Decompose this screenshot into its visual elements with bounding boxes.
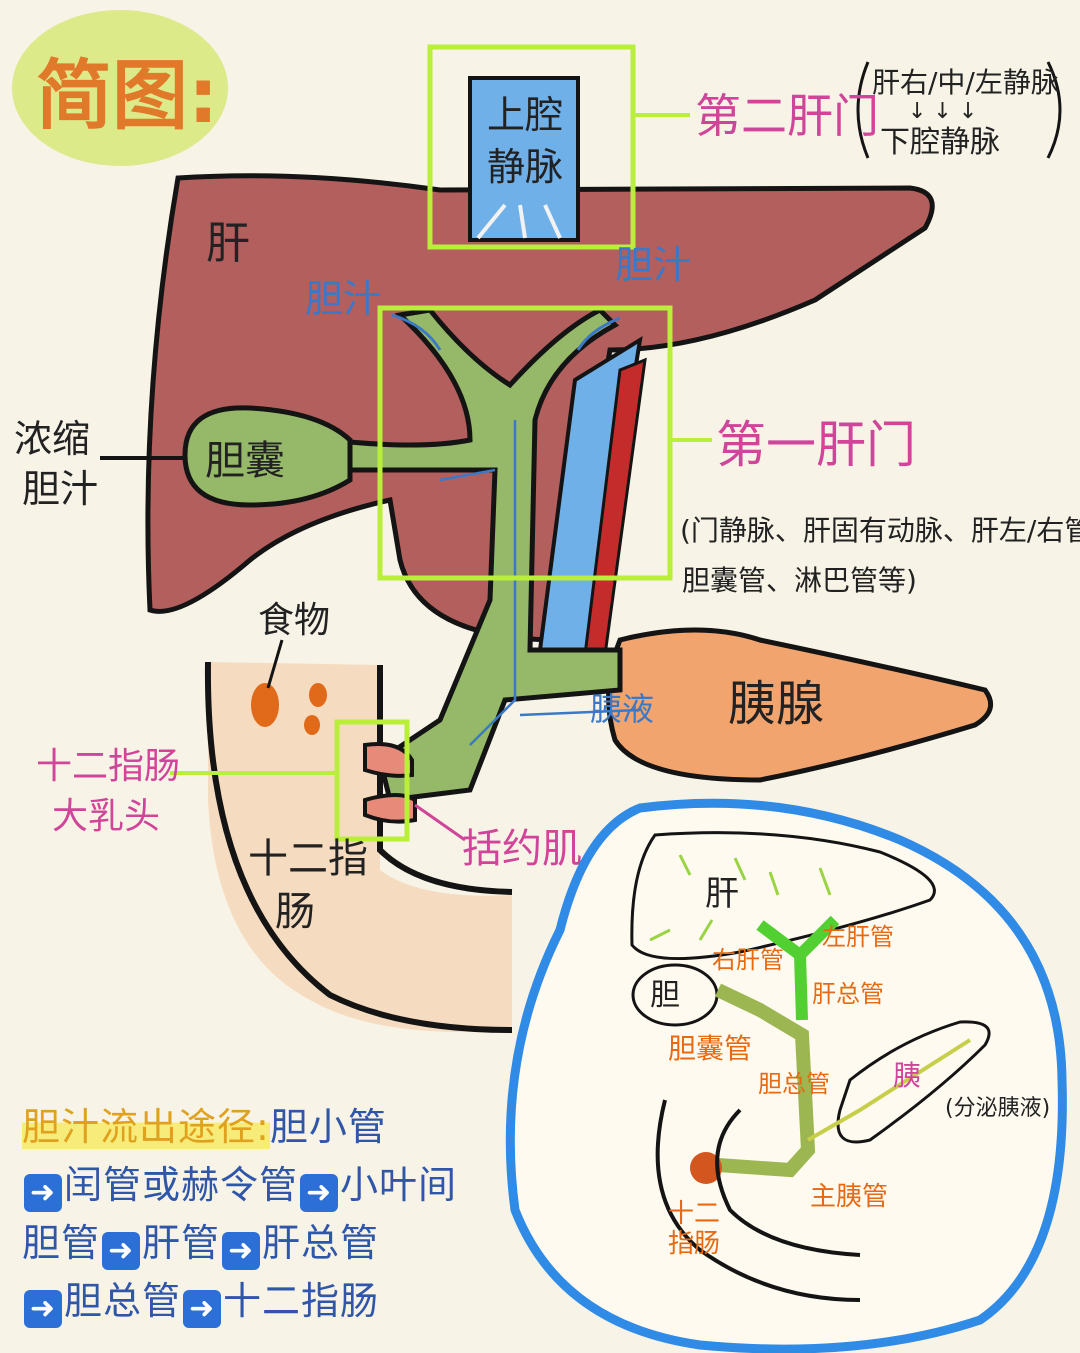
food-piece [309,683,327,707]
duodenum-outline-right [377,665,513,895]
flow-arrow [469,420,517,746]
inset-liver-label: 肝 [705,874,739,914]
inset-duodenum-outline [715,1108,861,1257]
inset-secretes-label: (分泌胰液) [945,1096,1050,1121]
route-step: 肝总管 [262,1221,380,1265]
bile-route-text: 胆汁流出途径:胆小管 ➜闰管或赫令管➜小叶间胆管➜肝管➜肝总管 ➜胆总管➜十二指… [22,1098,482,1330]
inset-papilla [690,1152,722,1184]
second-porta-label: 第二肝门 [695,89,879,143]
papilla-label: 大乳头 [52,796,160,837]
connector-line [266,639,284,689]
flow-arrow [391,313,442,351]
first-porta-label: 第一肝门 [716,416,916,474]
liver-label: 肝 [206,218,250,269]
arrow-right-icon: ➜ [300,1174,339,1212]
inset-bile-ducts [756,915,840,1021]
bile-label: 胆汁 [305,277,381,321]
inset-duodenum-label: 指肠 [668,1229,720,1259]
ivc-label: 上腔 [487,93,563,137]
arrow-right-icon: ➜ [24,1174,62,1212]
concentrate-label: 浓缩 [14,417,90,461]
inset-left-duct-label: 左肝管 [822,923,894,951]
duodenum-outline-left [204,661,513,1033]
inset-gall-label: 胆 [650,978,680,1013]
bracket-right [1046,61,1062,159]
concentrate-label: 胆汁 [22,467,98,511]
inset-duodenum-outline [655,1099,861,1302]
inset-main-pancreatic-label: 主胰管 [810,1182,888,1212]
inset-right-duct-label: 右肝管 [712,946,784,974]
arrow-right-icon: ➜ [102,1232,141,1270]
pancreatic-juice-label: 胰液 [590,690,654,728]
food-piece [304,715,320,735]
arrow-right-icon: ➜ [222,1232,261,1270]
second-porta-note: 肝右/中/左静脉 [872,66,1059,99]
inset-main-pancreatic-duct [807,1038,972,1142]
second-porta-note: 下腔静脉 [880,125,1000,160]
gallbladder-shape [182,405,353,508]
route-step: 小叶间胆管 [22,1163,458,1265]
second-porta-box [427,44,636,250]
route-step: 胆总管 [64,1279,182,1323]
duodenum-label: 十二指 [248,836,368,882]
food-piece [251,683,279,727]
bracket-left [856,61,870,159]
inset-cystic-duct [714,983,816,1178]
food-label: 食物 [258,600,330,641]
papilla-shape [363,793,417,824]
hepatic-vein [476,203,562,240]
first-porta-note: (门静脉、肝固有动脉、肝左/右管、 [680,514,1080,547]
vena-cava [468,76,580,242]
route-step: 十二指肠 [223,1279,380,1323]
inset-duodenum-label: 十二 [668,1199,720,1229]
duodenum-label: 肠 [275,889,315,935]
connector-line [414,803,466,842]
gallbladder-label: 胆囊 [205,438,285,484]
inset-cystic-label: 胆囊管 [668,1032,752,1065]
title-blob [12,10,228,166]
papilla-label: 十二指肠 [36,746,180,787]
route-step: 肝管 [142,1221,221,1265]
ivc-label: 静脉 [487,145,563,189]
flow-arrow [519,708,641,717]
papilla-shape [363,742,414,778]
bile-duct [326,306,623,803]
route-step: 闰管或赫令管 [64,1163,299,1207]
title: 简图: [36,51,218,140]
inset-pancreas-label: 胰 [893,1059,921,1092]
second-porta-note-arrows: ↓ ↓ ↓ [908,99,977,124]
first-porta-box [377,305,673,581]
pancreas-label: 胰腺 [728,676,824,732]
route-step: 胆小管 [269,1105,387,1149]
arrow-right-icon: ➜ [24,1290,62,1328]
papilla-box [334,719,410,842]
pancreas-shape [606,627,994,783]
route-label: 胆汁流出途径: [22,1105,270,1149]
inset-common-bile-label: 胆总管 [758,1070,830,1098]
bile-label: 胆汁 [615,243,691,287]
duodenum-shape [208,662,512,1032]
inset-common-hepatic-label: 肝总管 [812,980,884,1008]
sphincter-label: 括约肌 [462,826,582,872]
inset-duct-twig [649,854,832,942]
flow-arrow [439,468,496,482]
arrow-right-icon: ➜ [183,1290,222,1328]
first-porta-note: 胆囊管、淋巴管等) [682,564,917,597]
flow-arrow [576,316,621,351]
